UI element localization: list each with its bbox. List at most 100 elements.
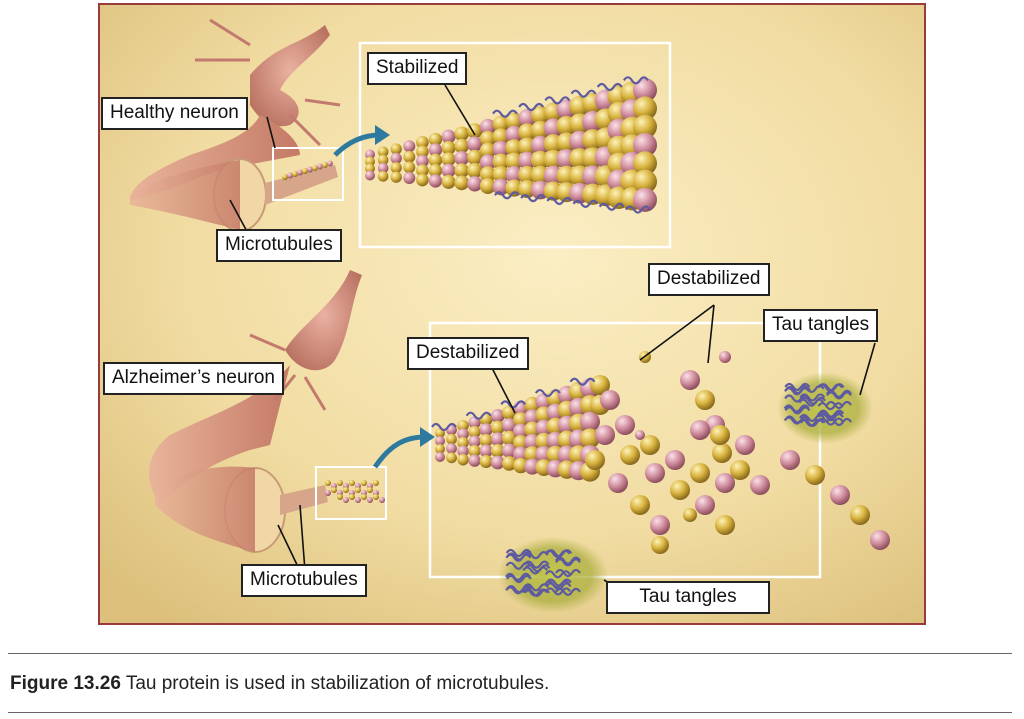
tubulin-bead: [325, 480, 331, 486]
alzheimers-neuron-illustration: [149, 270, 362, 553]
tubulin-bead: [428, 143, 443, 157]
tubulin-bead: [416, 136, 429, 149]
tubulin-bead: [441, 140, 456, 155]
tau-protein-mark: [500, 400, 527, 409]
tau-protein-mark: [534, 388, 561, 398]
tau-protein-mark: [784, 386, 811, 395]
tau-protein-mark: [798, 418, 824, 427]
tubulin-bead: [690, 420, 710, 440]
tubulin-bead: [367, 497, 373, 503]
tubulin-bead: [640, 435, 660, 455]
tubulin-bead: [633, 169, 657, 194]
tubulin-bead: [830, 485, 850, 505]
tubulin-bead: [390, 152, 402, 165]
tubulin-bead: [441, 163, 456, 178]
tubulin-bead: [518, 165, 537, 184]
tau-protein-mark: [816, 411, 843, 420]
figure-illustration: [98, 3, 926, 625]
tubulin-bead: [468, 425, 481, 439]
tubulin-bead: [377, 154, 389, 166]
tubulin-bead: [468, 435, 481, 448]
tubulin-bead: [468, 444, 481, 458]
tubulin-bead: [715, 515, 735, 535]
tau-protein-mark: [506, 552, 533, 561]
tubulin-bead: [428, 174, 443, 188]
tubulin-bead: [518, 151, 537, 170]
tubulin-bead: [457, 428, 469, 440]
tau-protein-mark: [818, 413, 844, 422]
tau-protein-mark: [555, 556, 581, 565]
tau-protein-mark: [521, 588, 548, 597]
tubulin-bead: [490, 443, 505, 458]
tubulin-bead: [712, 443, 732, 463]
tubulin-bead: [377, 171, 389, 182]
tubulin-bead: [467, 136, 483, 152]
tubulin-bead: [615, 415, 635, 435]
tau-protein-mark: [544, 580, 571, 589]
label-microtubules-bottom: Microtubules: [241, 564, 367, 597]
illustration-art: [100, 5, 924, 623]
tubulin-bead: [715, 473, 735, 493]
tubulin-bead: [302, 168, 308, 174]
tubulin-bead: [683, 508, 697, 522]
tubulin-bead: [492, 115, 510, 133]
caption-text: Tau protein is used in stabilization of …: [125, 673, 550, 694]
tubulin-bead: [365, 149, 375, 160]
tau-protein-mark: [570, 89, 597, 98]
tubulin-bead: [501, 418, 517, 433]
tubulin-bead: [505, 125, 523, 144]
tau-protein-mark: [555, 587, 581, 596]
tubulin-bead: [361, 480, 367, 486]
tubulin-bead: [490, 432, 505, 447]
tubulin-bead: [479, 444, 493, 458]
tubulin-bead: [780, 450, 800, 470]
tubulin-bead: [337, 480, 343, 486]
tau-protein-mark: [800, 396, 827, 405]
tau-protein-mark: [622, 76, 649, 85]
tau-protein-mark: [523, 583, 550, 592]
tubulin-bead: [479, 154, 496, 171]
tubulin-bead: [680, 370, 700, 390]
tubulin-bead: [390, 171, 402, 183]
tubulin-bead: [650, 515, 670, 535]
tubulin-bead: [620, 445, 640, 465]
tau-protein-mark: [783, 404, 810, 413]
tubulin-bead: [501, 430, 517, 446]
tubulin-bead: [695, 390, 715, 410]
tubulin-bead: [505, 152, 523, 170]
tubulin-bead: [645, 463, 665, 483]
tubulin-bead: [312, 165, 318, 171]
label-destabilized-mid: Destabilized: [407, 337, 529, 370]
tubulin-bead: [479, 455, 493, 469]
tubulin-bead: [349, 494, 355, 500]
tubulin-bead: [349, 480, 355, 486]
tubulin-bead: [457, 453, 469, 466]
tubulin-bead: [695, 495, 715, 515]
tau-protein-mark: [817, 417, 844, 426]
zoom-region-alzheimers: [315, 466, 387, 520]
tubulin-bead: [479, 177, 496, 194]
tubulin-bead: [600, 390, 620, 410]
tubulin-bead: [580, 411, 600, 432]
label-healthy-neuron: Healthy neuron: [101, 97, 248, 130]
tubulin-bead: [670, 480, 690, 500]
tau-protein-mark: [784, 415, 811, 424]
tubulin-bead: [630, 495, 650, 515]
tubulin-bead: [492, 128, 510, 145]
zoom-panel-destabilized: [428, 321, 822, 579]
tubulin-bead: [365, 163, 375, 174]
tubulin-bead: [454, 126, 469, 142]
tau-protein-mark: [431, 422, 457, 432]
tubulin-bead: [457, 445, 469, 457]
tubulin-bead: [343, 497, 349, 503]
tubulin-bead: [490, 455, 505, 470]
tubulin-bead: [365, 170, 375, 181]
tubulin-bead: [850, 505, 870, 525]
tubulin-bead: [690, 463, 710, 483]
tubulin-bead: [428, 132, 443, 147]
tubulin-bead: [454, 163, 469, 178]
tubulin-bead: [505, 179, 523, 197]
small-microtubule-fragments: [282, 160, 385, 503]
tubulin-bead: [317, 163, 323, 170]
tau-protein-mark: [572, 199, 599, 208]
